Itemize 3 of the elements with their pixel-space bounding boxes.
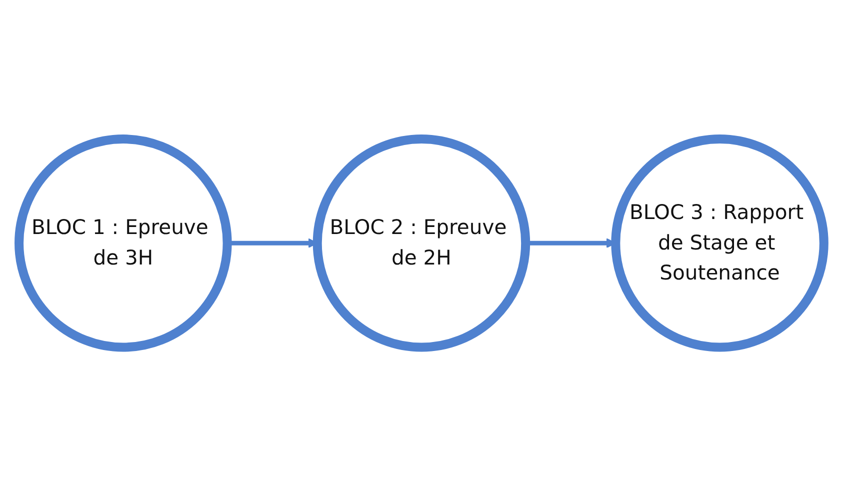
node-circle: BLOC 3 : Rapport de Stage et Soutenance: [611, 134, 828, 352]
node-circle: BLOC 2 : Epreuve de 2H: [312, 134, 530, 352]
node-circle: BLOC 1 : Epreuve de 3H: [14, 134, 232, 352]
